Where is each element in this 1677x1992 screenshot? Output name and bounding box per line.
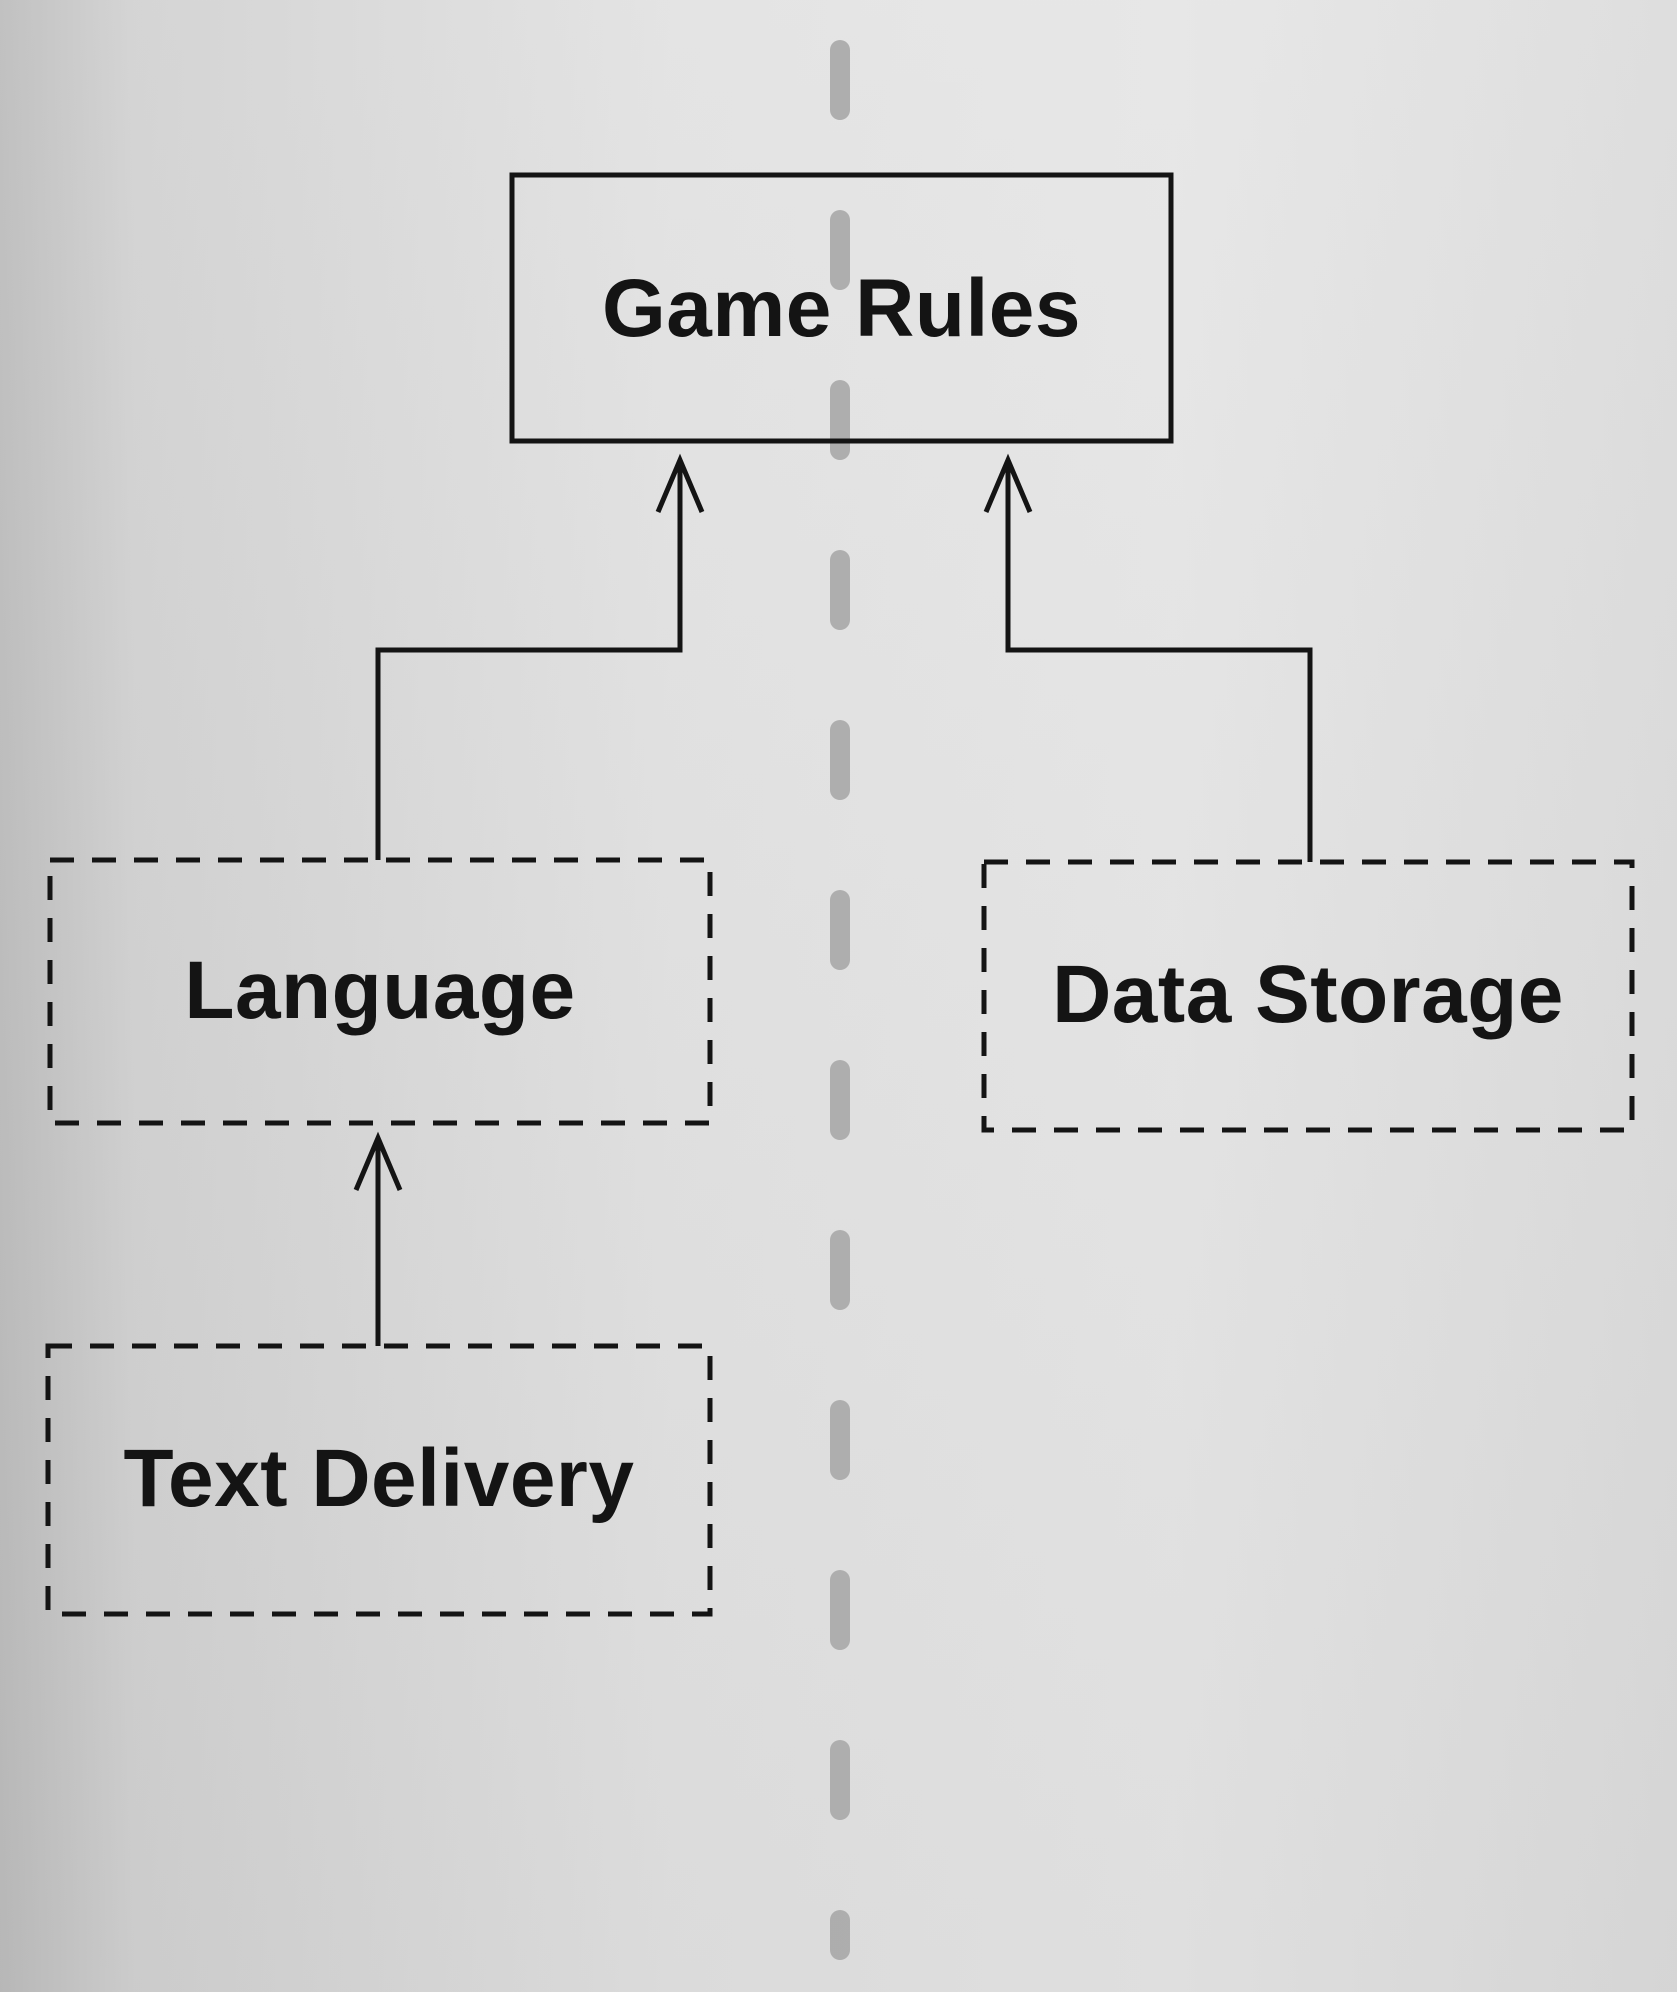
data-storage-label: Data Storage [1052, 949, 1564, 1040]
edge-language-to-game-rules [375, 460, 683, 860]
edge-data-storage-to-game-rules [1005, 460, 1313, 862]
text-delivery-box [45, 1343, 713, 1617]
arrowhead-language-to-game-rules [655, 453, 705, 513]
language-label: Language [184, 945, 576, 1036]
text-delivery-label: Text Delivery [123, 1433, 635, 1524]
game-rules-label: Game Rules [602, 263, 1081, 354]
data-storage-box [981, 859, 1635, 1133]
arrowhead-data-storage-to-game-rules [983, 453, 1033, 513]
game-rules-box [509, 172, 1174, 444]
arrowhead-text-delivery-to-language [353, 1131, 403, 1191]
